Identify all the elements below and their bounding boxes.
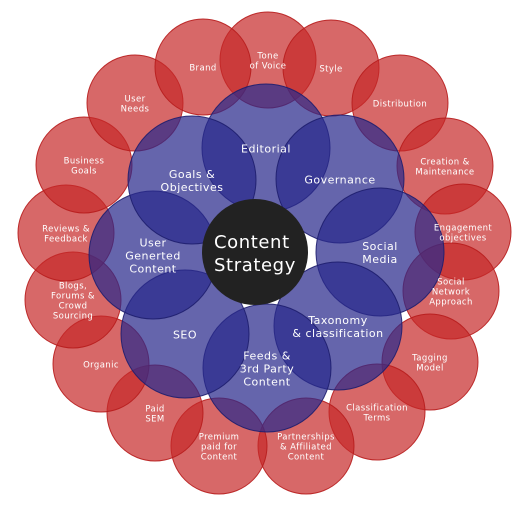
outer-label-paid-sem-line: SEM — [145, 415, 164, 425]
outer-label-social-network-approach-line: Network — [432, 288, 470, 298]
center-label-line: Content — [214, 232, 290, 253]
outer-label-engagement-objectives-line: Engagement — [434, 224, 492, 234]
outer-label-classification-terms-line: Classification — [346, 404, 408, 414]
outer-label-partnerships-line: Partnerships — [277, 433, 335, 443]
outer-circle-brand — [154, 18, 252, 116]
outer-label-creation-maintenance-line: Creation & — [420, 158, 469, 168]
outer-label-premium-paid-line: Premium — [199, 433, 240, 443]
inner-label-seo: SEO — [173, 329, 197, 342]
inner-label-goals-line: Goals & — [169, 168, 215, 181]
outer-label-business-goals-line: Goals — [71, 167, 97, 177]
outer-label-business-goals-line: Business — [64, 157, 105, 167]
outer-label-tagging-model-line: Model — [416, 364, 444, 374]
outer-label-creation-maintenance: Creation &Maintenance — [415, 158, 474, 178]
inner-label-feeds-line: Feeds & — [243, 350, 291, 363]
outer-label-distribution: Distribution — [373, 100, 427, 110]
outer-label-style-line: Style — [319, 65, 342, 75]
inner-label-governance: Governance — [304, 174, 375, 187]
inner-label-goals: Goals &Objectives — [161, 168, 224, 194]
outer-label-partnerships-line: & Affiliated — [280, 443, 332, 453]
outer-label-style: Style — [319, 65, 342, 75]
outer-label-blogs-forums-line: Forums & — [51, 292, 95, 302]
outer-label-partnerships-line: Content — [288, 453, 325, 463]
inner-label-social-media-line: Social — [362, 240, 398, 253]
outer-label-creation-maintenance-line: Maintenance — [415, 168, 474, 178]
inner-label-user-generated-line: Generted — [125, 250, 181, 263]
inner-label-user-generated-line: Content — [129, 263, 176, 276]
inner-label-goals-line: Objectives — [161, 181, 224, 194]
outer-label-blogs-forums-line: Sourcing — [53, 312, 93, 322]
center-circle — [202, 199, 308, 305]
outer-label-engagement-objectives-line: objectives — [439, 234, 486, 244]
inner-label-taxonomy-line: & classification — [292, 327, 383, 340]
inner-label-governance-line: Governance — [304, 174, 375, 187]
inner-ring — [88, 83, 445, 433]
center-node: Content Strategy — [202, 199, 308, 305]
center-label-line: Strategy — [214, 255, 296, 276]
center-label: Content Strategy — [214, 232, 296, 276]
outer-label-paid-sem-line: Paid — [145, 405, 164, 415]
inner-label-taxonomy-line: Taxonomy — [307, 314, 367, 327]
outer-label-social-network-approach-line: Social — [437, 278, 465, 288]
inner-label-editorial: Editorial — [241, 143, 291, 156]
outer-label-tone-of-voice-line: Tone — [256, 52, 278, 62]
outer-label-user-needs-line: Needs — [121, 105, 150, 115]
outer-label-tagging-model-line: Tagging — [411, 354, 448, 364]
outer-label-blogs-forums-line: Crowd — [59, 302, 88, 312]
outer-label-distribution-line: Distribution — [373, 100, 427, 110]
inner-label-editorial-line: Editorial — [241, 143, 291, 156]
outer-label-classification-terms-line: Terms — [362, 414, 390, 424]
outer-label-organic-line: Organic — [83, 361, 119, 371]
inner-label-feeds-line: Content — [243, 376, 290, 389]
outer-label-user-needs-line: User — [125, 95, 146, 105]
inner-label-social-media-line: Media — [362, 253, 398, 266]
outer-label-reviews-feedback: Reviews &Feedback — [42, 225, 90, 245]
outer-label-blogs-forums-line: Blogs, — [59, 282, 87, 292]
outer-label-brand-line: Brand — [189, 64, 216, 74]
outer-label-social-network-approach-line: Approach — [429, 298, 473, 308]
inner-label-taxonomy: Taxonomy& classification — [292, 314, 383, 340]
outer-label-tone-of-voice-line: of Voice — [250, 62, 287, 72]
outer-label-reviews-feedback-line: Feedback — [44, 235, 88, 245]
outer-label-brand: Brand — [189, 64, 216, 74]
inner-label-seo-line: SEO — [173, 329, 197, 342]
outer-label-organic: Organic — [83, 361, 119, 371]
outer-label-premium-paid-line: Content — [201, 453, 238, 463]
outer-label-premium-paid-line: paid for — [201, 443, 237, 453]
inner-label-user-generated-line: User — [139, 237, 166, 250]
inner-label-feeds-line: 3rd Party — [240, 363, 295, 376]
outer-label-reviews-feedback-line: Reviews & — [42, 225, 90, 235]
